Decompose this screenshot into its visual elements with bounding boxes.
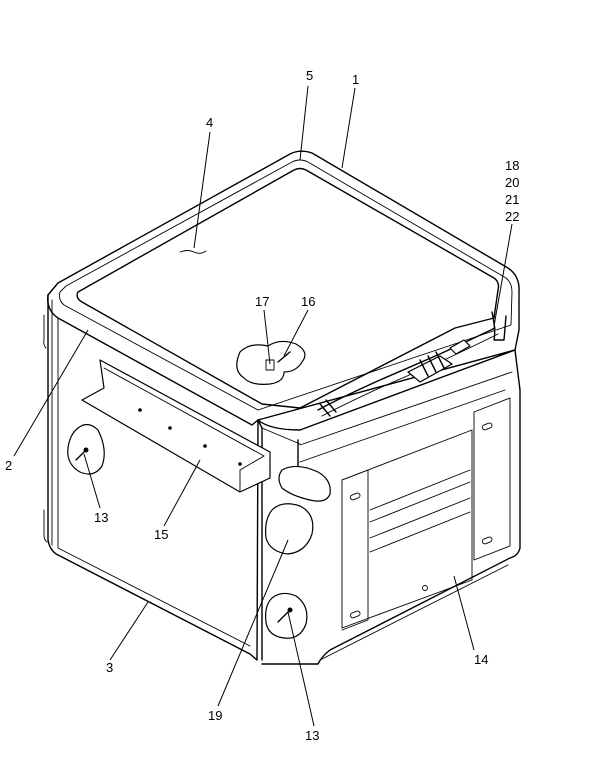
callout-15: 15 [154, 527, 168, 542]
leader-3 [109, 601, 149, 661]
corner-handle-knob [278, 465, 331, 502]
leader-2 [13, 329, 89, 457]
leader-lines [13, 85, 513, 727]
callout-21: 21 [505, 192, 519, 207]
left-latch-strip [43, 314, 47, 349]
left-latch-strip-lower [43, 509, 48, 543]
corner-post-top-edge [261, 427, 301, 445]
callout-4: 4 [206, 115, 213, 130]
left-handle-screw [75, 447, 89, 461]
right-bottom-edge [319, 564, 509, 661]
callout-19: 19 [208, 708, 222, 723]
leader-19 [217, 539, 289, 707]
lid-top-panel [76, 167, 500, 409]
tube-clamp [319, 399, 337, 417]
drawer-slides [369, 469, 471, 553]
callout-18: 18 [505, 158, 519, 173]
callout-20: 20 [505, 175, 519, 190]
bottom-edge [59, 555, 251, 655]
lid-valve-cutout [236, 340, 306, 385]
tube-end-fitting [491, 311, 507, 341]
leader-1 [341, 87, 356, 169]
leader-16 [283, 309, 309, 357]
callout-13-bottom: 13 [305, 728, 319, 743]
callout-17: 17 [255, 294, 269, 309]
case-body [43, 150, 521, 665]
right-upper-ledge [299, 371, 513, 446]
leader-15 [163, 459, 201, 527]
callout-22: 22 [505, 209, 519, 224]
drawer-panel [341, 429, 473, 629]
callout-5: 5 [306, 68, 313, 83]
angle-bracket [81, 359, 271, 493]
vent-screw [277, 351, 291, 363]
left-mounting-rail [341, 469, 369, 631]
leader-22 [493, 223, 513, 327]
right-upper-ledge-2 [299, 389, 506, 463]
leader-13b [287, 611, 315, 727]
callout-2: 2 [5, 458, 12, 473]
callout-3: 3 [106, 660, 113, 675]
upper-front-handle [265, 503, 314, 555]
leader-5 [299, 85, 309, 161]
leader-17 [263, 309, 271, 365]
leader-4 [193, 131, 211, 249]
callout-14: 14 [474, 652, 488, 667]
tubing-assembly [317, 311, 507, 417]
leader-14 [453, 575, 475, 651]
rail-slots [349, 422, 493, 619]
callout-13-left: 13 [94, 510, 108, 525]
panel-fastener [422, 585, 428, 591]
callout-1: 1 [352, 72, 359, 87]
right-mounting-rail [473, 397, 511, 561]
leader-13a [83, 453, 101, 509]
callout-labels: 1 5 4 18 20 21 22 17 16 2 13 15 3 14 19 … [5, 68, 519, 743]
callout-16: 16 [301, 294, 315, 309]
tube-line [317, 327, 496, 411]
tube-coupling [449, 339, 471, 355]
left-wall-inner-edge [57, 317, 251, 647]
lower-front-handle [265, 592, 308, 639]
panel-mark [179, 250, 207, 254]
